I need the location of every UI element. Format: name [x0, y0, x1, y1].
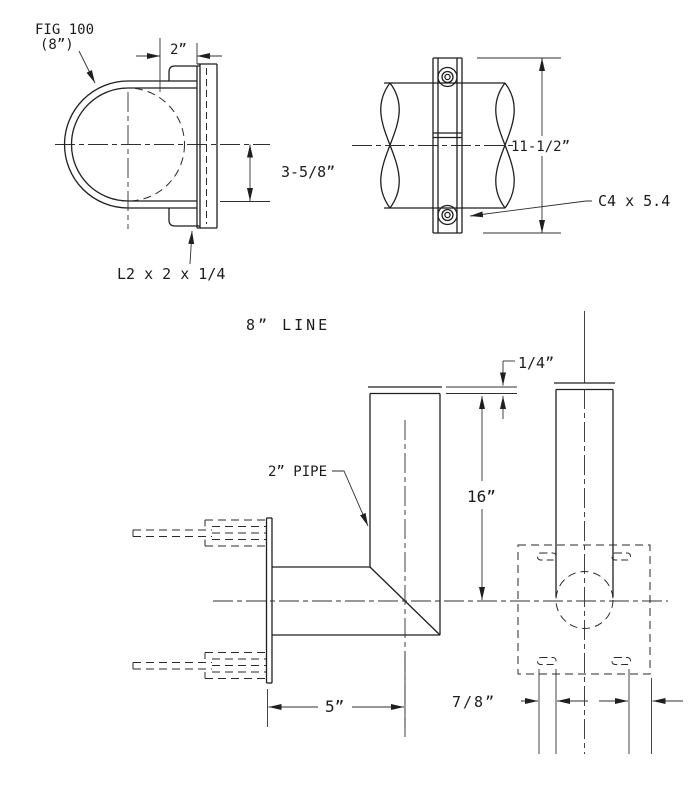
fig-label: FIG 100 — [35, 22, 94, 38]
angle-size-label: L2 x 2 x 1/4 — [117, 265, 225, 283]
fig-size-label: (8”) — [40, 37, 74, 53]
dim-2in: 2” — [170, 42, 187, 58]
dim-3-5-8: 3-5/8” — [281, 163, 335, 181]
pipe-size-label: 2” PIPE — [268, 464, 327, 480]
view-ubolt-side: 2” 3-5/8” FIG 100 (8”) L2 x 2 x 1/4 — [35, 22, 335, 283]
dim-7-8: 7/8” — [452, 693, 496, 711]
view-bracket-front: 7/8” — [452, 311, 683, 754]
dim-11-1-2: 11-1/2” — [511, 139, 570, 155]
view-clamp-front: 11-1/2” C4 x 5.4 — [352, 57, 670, 234]
dim-5: 5” — [325, 697, 344, 716]
dim-1-4: 1/4” — [518, 354, 554, 372]
channel-size-label: C4 x 5.4 — [598, 192, 670, 210]
line-size-title: 8” LINE — [246, 316, 330, 334]
view-bracket-side: 1/4” 2” PIPE 16” 5” — [132, 354, 668, 737]
dim-16: 16” — [467, 487, 496, 506]
